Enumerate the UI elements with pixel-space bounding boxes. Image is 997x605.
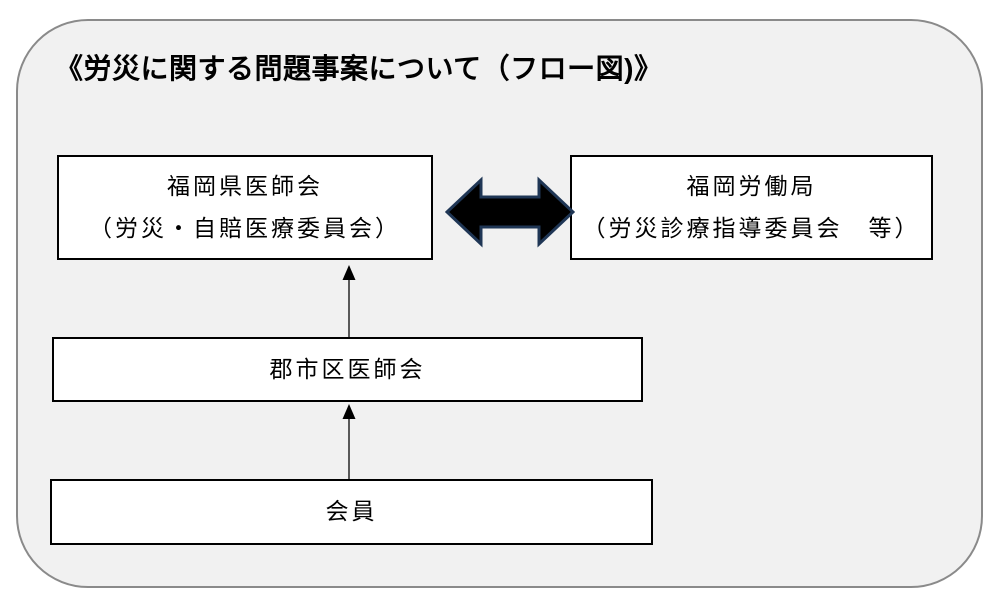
node-city-medical-association: 郡市区医師会 xyxy=(52,337,643,402)
node-label-line1: 福岡労働局 xyxy=(686,173,817,199)
node-label: 郡市区医師会 xyxy=(269,356,426,382)
node-label: 会員 xyxy=(325,499,378,524)
diagram-title: 《労災に関する問題事案について（フロー図)》 xyxy=(55,53,663,84)
node-label-line2: （労災診療指導委員会 等） xyxy=(582,215,921,241)
node-label-line2: （労災・自賠医療委員会） xyxy=(89,215,401,241)
up-arrow-city-to-pref-icon xyxy=(342,265,356,338)
node-label-line1: 福岡県医師会 xyxy=(167,173,323,199)
bidirectional-arrow-icon xyxy=(445,176,575,248)
node-member: 会員 xyxy=(50,479,653,545)
node-fukuoka-labor-bureau: 福岡労働局 （労災診療指導委員会 等） xyxy=(570,155,933,260)
node-fukuoka-medical-association: 福岡県医師会 （労災・自賠医療委員会） xyxy=(57,155,433,260)
up-arrow-member-to-city-icon xyxy=(342,404,356,480)
